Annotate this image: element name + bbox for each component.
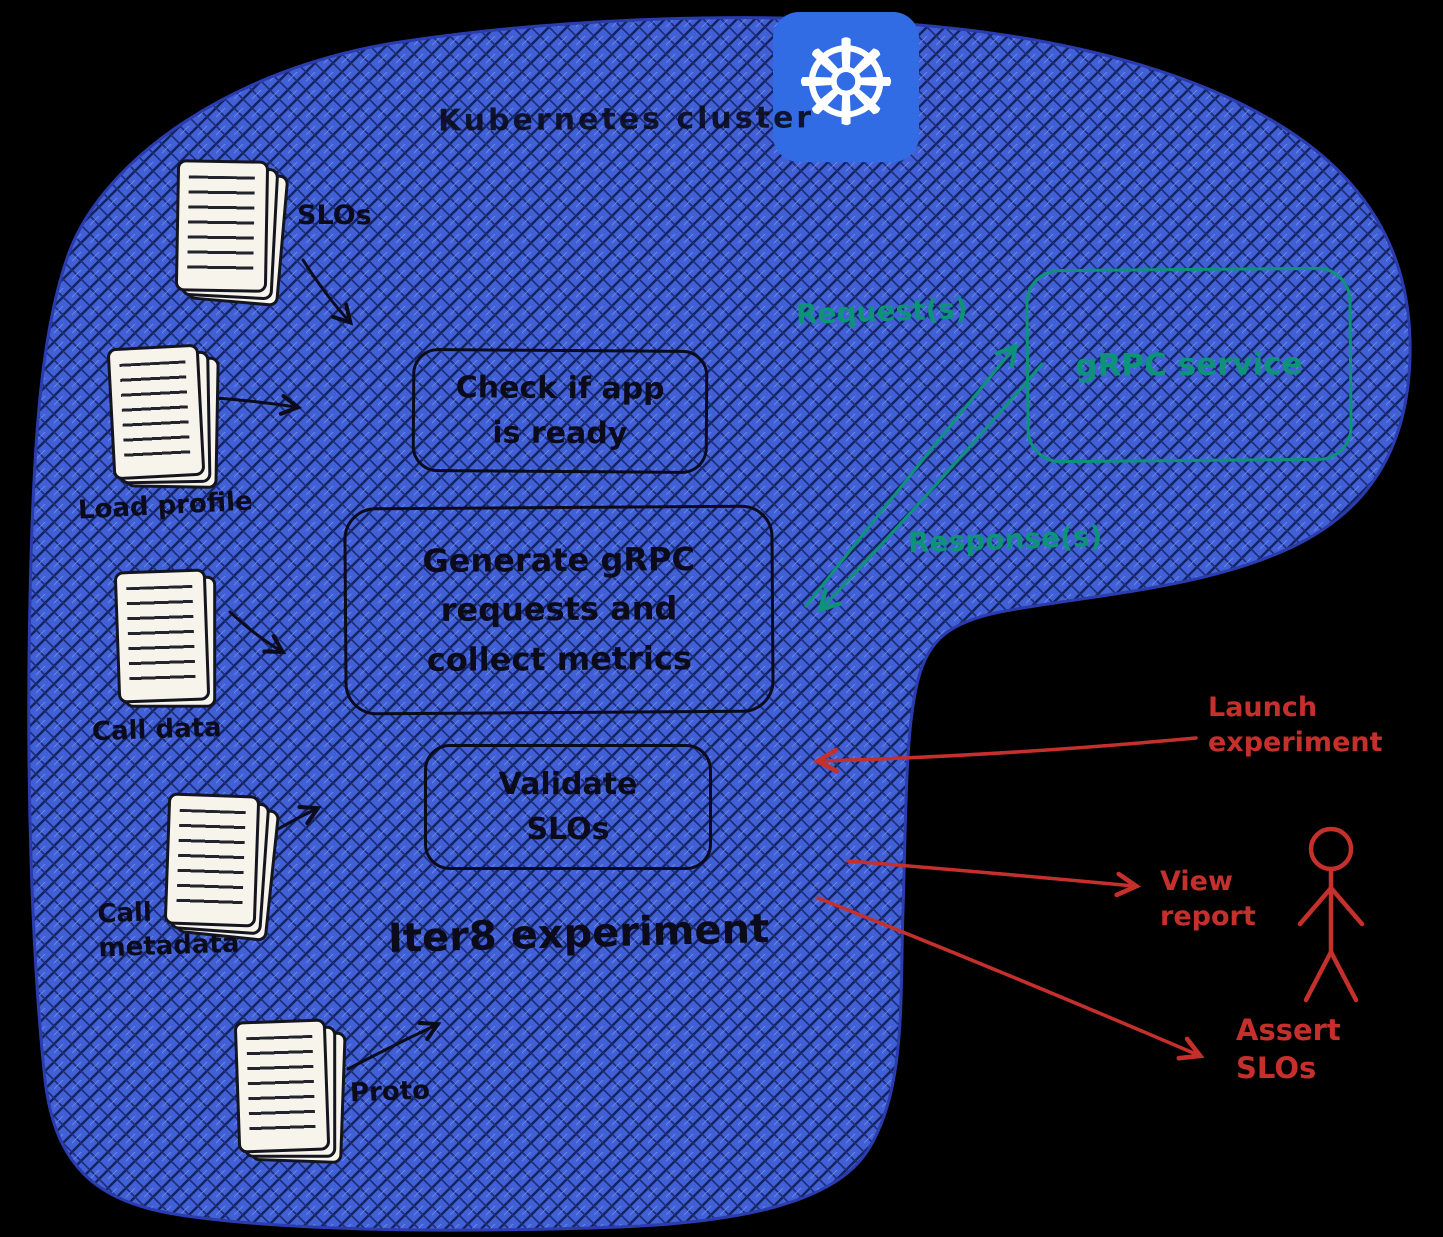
- step-box-validate-slos: Validate SLOs: [424, 744, 712, 870]
- assert-slos-label: Assert SLOs: [1236, 1012, 1341, 1087]
- launch-experiment-arrow: [820, 736, 1198, 761]
- input-label-call-data: Call data: [91, 712, 223, 748]
- label-line: experiment: [1208, 727, 1383, 759]
- step-line: collect metrics: [426, 638, 693, 679]
- kubernetes-logo: ☸: [773, 12, 919, 162]
- document-icon: [233, 1018, 331, 1154]
- label-line: report: [1160, 901, 1256, 933]
- response-arrow: [822, 362, 1044, 608]
- document-icon: [174, 159, 270, 293]
- document-icon: [113, 568, 211, 704]
- response-label: Response(s): [907, 519, 1103, 560]
- step-line: Check if app: [455, 370, 665, 407]
- arrow-proto-to-steps: [346, 1025, 436, 1071]
- step-line: is ready: [492, 415, 628, 452]
- label-line: View: [1160, 866, 1233, 897]
- kubernetes-wheel-icon: ☸: [793, 14, 899, 152]
- label-line: SLOs: [1236, 1050, 1317, 1085]
- arrow-slos-to-steps: [301, 258, 349, 321]
- step-box-check-ready: Check if app is ready: [411, 347, 709, 475]
- step-line: requests and: [440, 589, 678, 630]
- view-report-label: View report: [1160, 864, 1256, 934]
- iter8-experiment-label: Iter8 experiment: [387, 906, 770, 962]
- cluster-title: Kubernetes cluster: [437, 100, 815, 139]
- step-line: Validate: [498, 767, 638, 802]
- document-icon: [106, 343, 206, 481]
- label-line: Call: [96, 897, 153, 930]
- arrow-load-profile-to-steps: [214, 398, 296, 407]
- input-label-proto: Proto: [349, 1075, 431, 1109]
- step-line: Generate gRPC: [422, 539, 695, 580]
- cluster-blob: [27, 16, 1412, 1232]
- grpc-service-box: gRPC service: [1025, 266, 1353, 464]
- label-line: Assert: [1236, 1013, 1341, 1047]
- person-icon: [1297, 826, 1365, 1003]
- request-label: Request(s): [795, 292, 969, 331]
- doc-stack-call-data: [113, 568, 217, 708]
- grpc-service-label: gRPC service: [1075, 346, 1303, 384]
- label-line: Launch: [1208, 692, 1318, 723]
- assert-slos-arrow: [816, 896, 1198, 1055]
- step-box-generate-requests: Generate gRPC requests and collect metri…: [343, 504, 775, 716]
- label-line: metadata: [98, 928, 240, 964]
- doc-stack-proto: [233, 1018, 347, 1165]
- input-label-call-metadata: Call metadata: [97, 894, 240, 966]
- doc-stack-load-profile: [106, 343, 220, 489]
- arrow-call-data-to-steps: [228, 610, 281, 651]
- input-label-slos: SLOs: [297, 200, 372, 231]
- request-arrow: [804, 348, 1014, 608]
- step-line: SLOs: [526, 812, 610, 847]
- view-report-arrow: [846, 859, 1134, 886]
- doc-stack-slos: [174, 159, 290, 308]
- launch-experiment-label: Launch experiment: [1208, 690, 1383, 760]
